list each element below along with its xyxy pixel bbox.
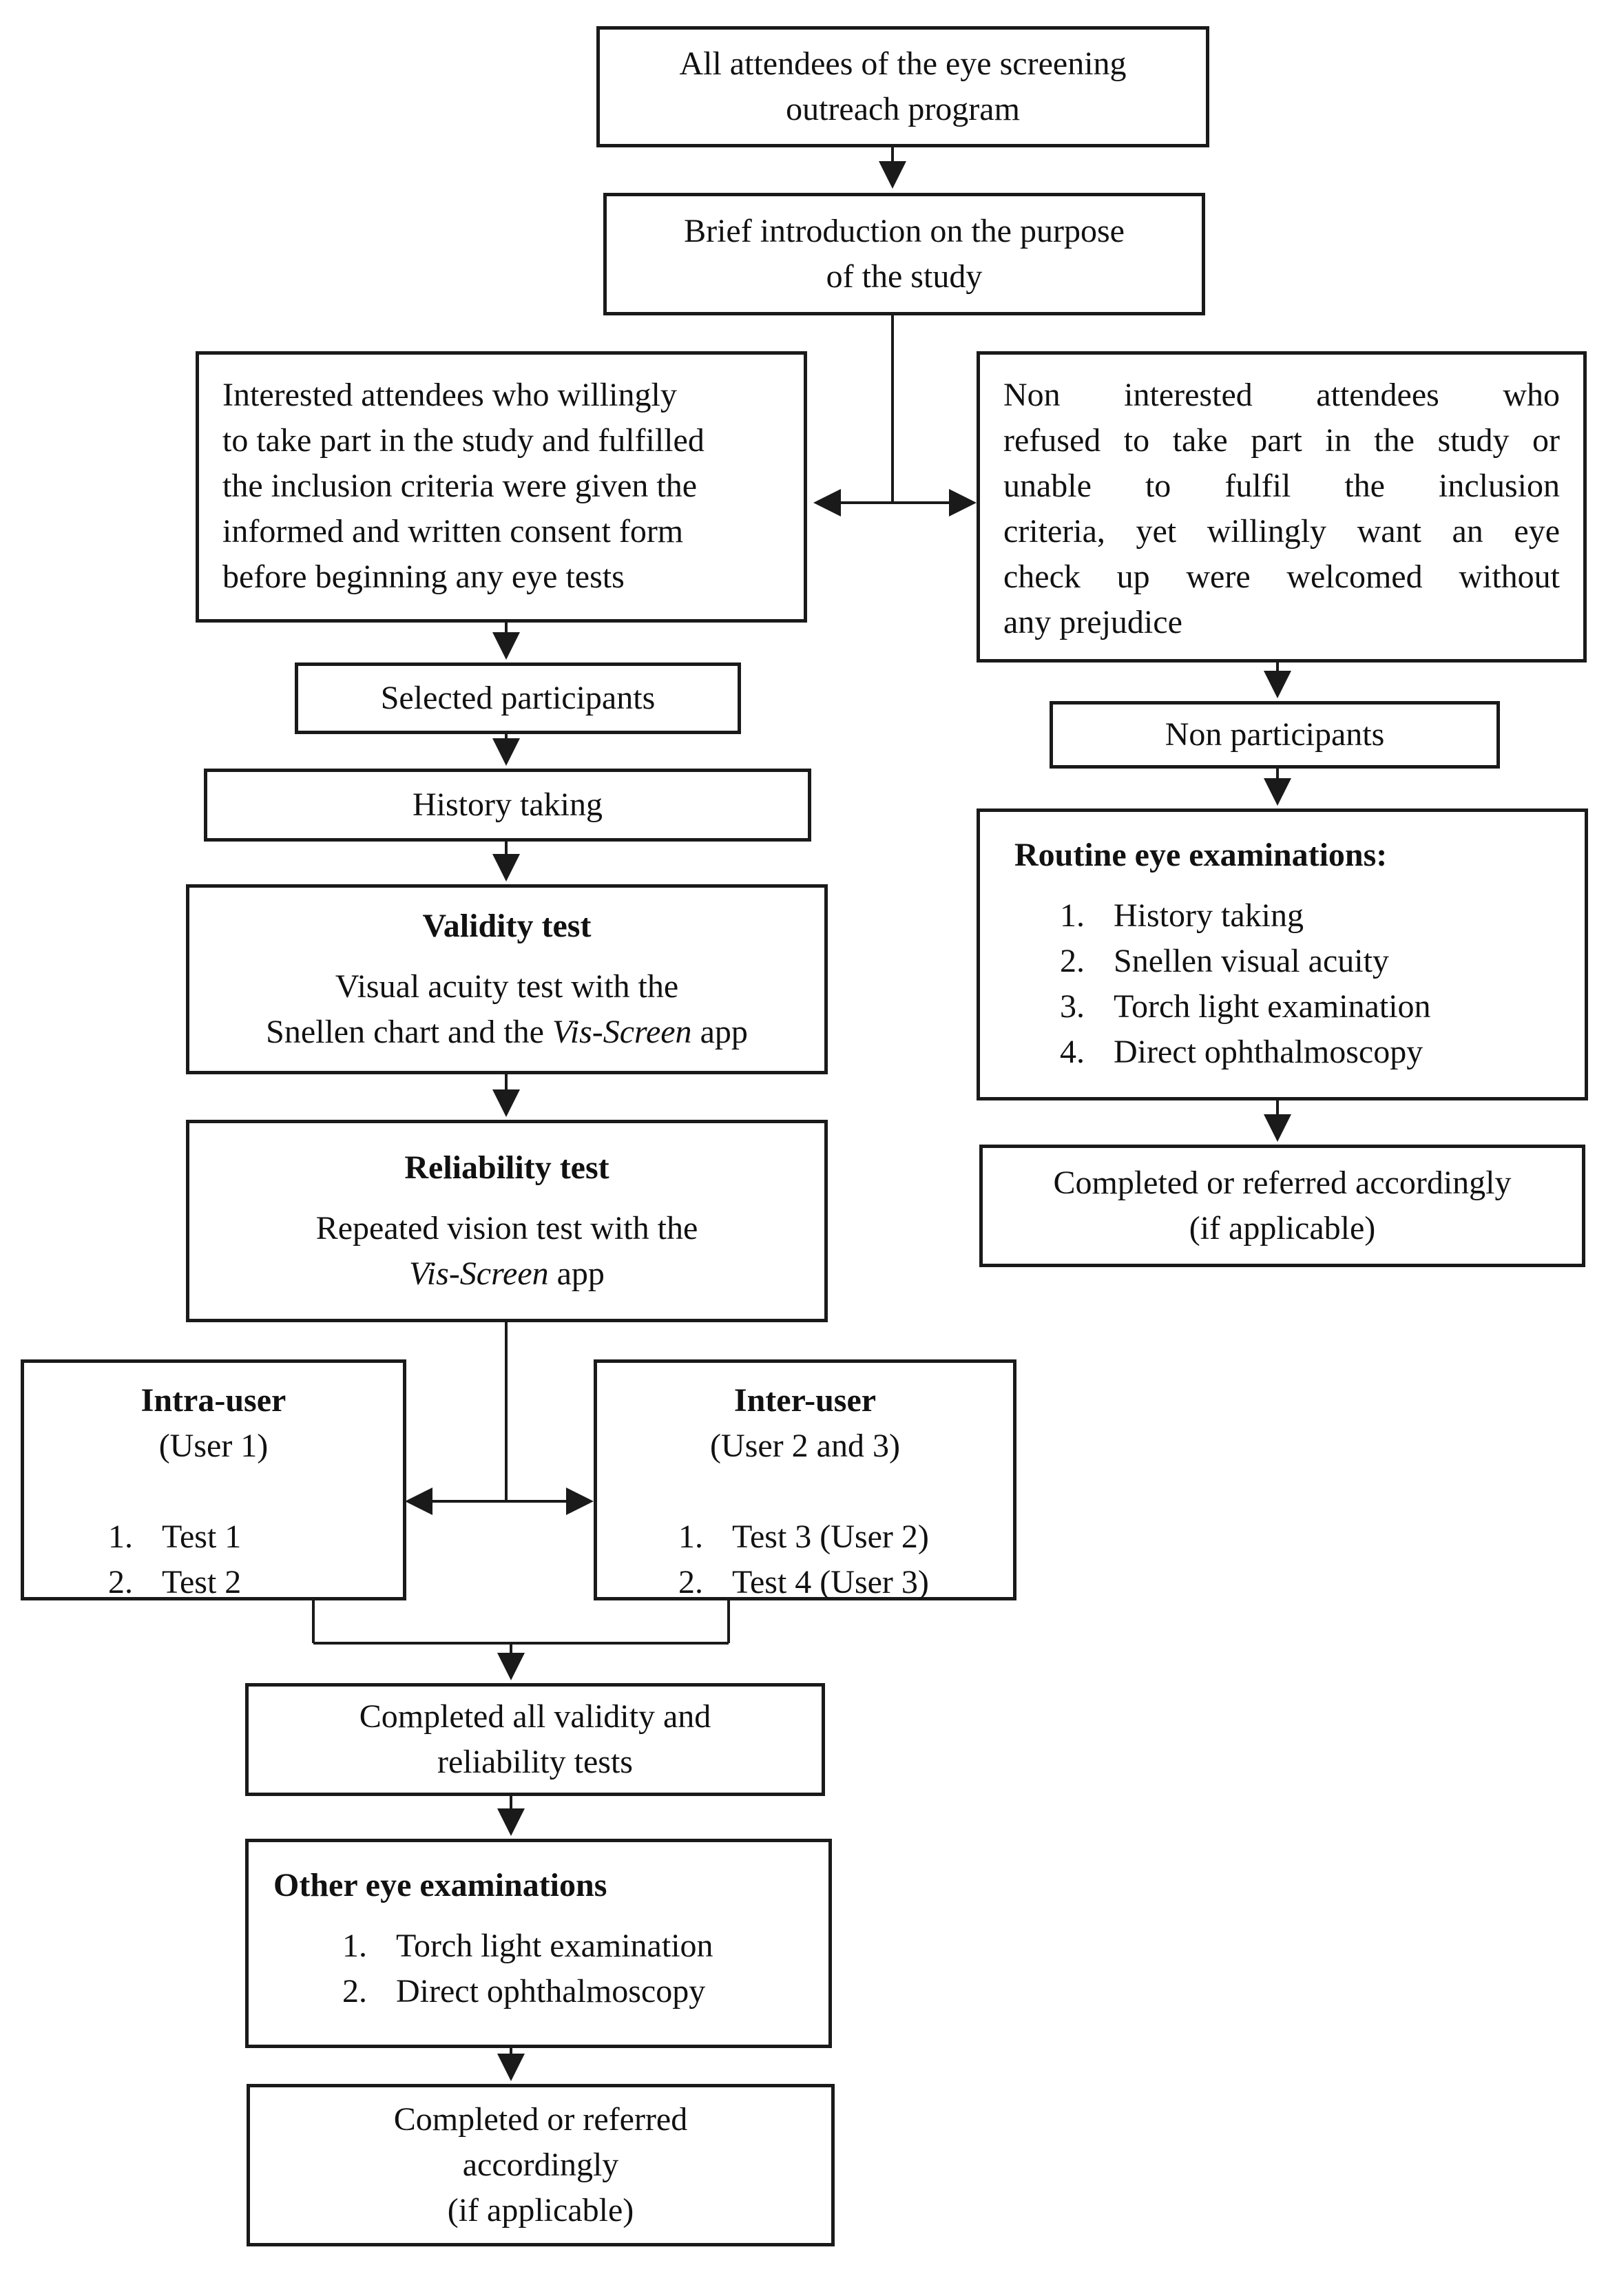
validity-line1: Visual acuity test with the	[335, 968, 679, 1005]
non-interested-box: Non interested attendees who refused to …	[977, 351, 1587, 662]
list-item: 1.Torch light examination	[342, 1928, 713, 1964]
completed-referred-right-box: Completed or referred accordingly (if ap…	[979, 1145, 1585, 1267]
completed-tests-box: Completed all validity and reliability t…	[245, 1683, 825, 1796]
intra-user-box: Intra-user (User 1) 1.Test 1 2.Test 2	[21, 1359, 406, 1600]
completed-tests-line1: Completed all validity and	[359, 1698, 711, 1735]
noninterested-line2: refused to take part in the study or	[1003, 422, 1560, 459]
non-participants-label: Non participants	[1165, 716, 1385, 753]
completed-right-line1: Completed or referred accordingly	[1053, 1165, 1512, 1201]
interested-line5: before beginning any eye tests	[222, 559, 625, 595]
interested-line2: to take part in the study and fulfilled	[222, 422, 705, 459]
reliability-line1: Repeated vision test with the	[315, 1210, 698, 1246]
routine-exams-title: Routine eye examinations:	[1014, 837, 1388, 873]
vis-screen-app-name: Vis-Screen	[552, 1014, 692, 1050]
list-item: 1.Test 3 (User 2)	[678, 1519, 929, 1555]
completed-referred-left-box: Completed or referred accordingly (if ap…	[247, 2084, 835, 2246]
intro-box: Brief introduction on the purpose of the…	[603, 193, 1205, 315]
interested-line1: Interested attendees who willingly	[222, 377, 677, 413]
list-item: 3.Torch light examination	[1060, 988, 1431, 1025]
completed-right-line2: (if applicable)	[1189, 1210, 1376, 1246]
other-exams-list: 1.Torch light examination 2.Direct ophth…	[273, 1923, 828, 2014]
completed-left-line3: (if applicable)	[447, 2192, 634, 2229]
interested-box: Interested attendees who willingly to ta…	[196, 351, 807, 623]
start-box: All attendees of the eye screening outre…	[596, 26, 1209, 147]
noninterested-line6: any prejudice	[1003, 604, 1182, 640]
selected-participants-box: Selected participants	[295, 662, 741, 734]
completed-left-line2: accordingly	[462, 2147, 619, 2183]
completed-tests-line2: reliability tests	[437, 1744, 633, 1780]
start-line2: outreach program	[786, 91, 1020, 127]
inter-user-test-list: 1.Test 3 (User 2) 2.Test 4 (User 3)	[597, 1514, 1013, 1605]
reliability-line2: Vis-Screen app	[409, 1255, 605, 1292]
list-item: 2.Snellen visual acuity	[1060, 943, 1389, 979]
start-line1: All attendees of the eye screening	[679, 45, 1127, 82]
noninterested-line1: Non interested attendees who	[1003, 377, 1560, 413]
noninterested-line5: check up were welcomed without	[1003, 559, 1560, 595]
history-taking-box: History taking	[204, 769, 811, 842]
list-item: 2.Test 4 (User 3)	[678, 1564, 929, 1600]
list-item: 2.Direct ophthalmoscopy	[342, 1973, 706, 2010]
intro-line2: of the study	[826, 258, 983, 295]
other-exams-title: Other eye examinations	[273, 1867, 607, 1903]
validity-test-box: Validity test Visual acuity test with th…	[186, 884, 828, 1074]
interested-line4: informed and written consent form	[222, 513, 684, 550]
reliability-test-title: Reliability test	[404, 1149, 609, 1186]
routine-exams-box: Routine eye examinations: 1.History taki…	[977, 808, 1588, 1100]
reliability-test-box: Reliability test Repeated vision test wi…	[186, 1120, 828, 1322]
inter-user-subtitle: (User 2 and 3)	[710, 1428, 900, 1464]
selected-participants-label: Selected participants	[380, 680, 656, 716]
vis-screen-app-name: Vis-Screen	[409, 1255, 549, 1292]
noninterested-line3: unable to fulfil the inclusion	[1003, 468, 1560, 504]
completed-left-line1: Completed or referred	[393, 2101, 688, 2138]
routine-exams-list: 1.History taking 2.Snellen visual acuity…	[1014, 893, 1585, 1075]
list-item: 2.Test 2	[108, 1564, 242, 1600]
inter-user-box: Inter-user (User 2 and 3) 1.Test 3 (User…	[594, 1359, 1016, 1600]
intra-user-title: Intra-user	[140, 1382, 286, 1419]
list-item: 4.Direct ophthalmoscopy	[1060, 1034, 1423, 1070]
interested-line3: the inclusion criteria were given the	[222, 468, 698, 504]
non-participants-box: Non participants	[1050, 701, 1500, 769]
inter-user-title: Inter-user	[733, 1382, 877, 1419]
other-exams-box: Other eye examinations 1.Torch light exa…	[245, 1839, 832, 2048]
list-item: 1.Test 1	[108, 1519, 242, 1555]
validity-line2: Snellen chart and the Vis-Screen app	[266, 1014, 748, 1050]
validity-test-title: Validity test	[422, 908, 592, 944]
list-item: 1.History taking	[1060, 897, 1304, 934]
history-taking-label: History taking	[413, 786, 603, 823]
intra-user-test-list: 1.Test 1 2.Test 2	[24, 1514, 403, 1605]
intra-user-subtitle: (User 1)	[158, 1428, 269, 1464]
intro-line1: Brief introduction on the purpose	[684, 213, 1125, 249]
noninterested-line4: criteria, yet willingly want an eye	[1003, 513, 1560, 550]
